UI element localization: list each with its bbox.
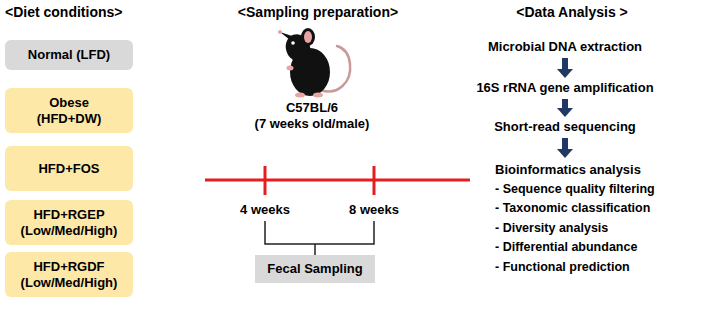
list-item: - Taxonomic classification — [495, 199, 655, 219]
arrow-part — [557, 149, 573, 158]
diet-box: Obese (HFD+DW) — [5, 88, 133, 133]
flow-arrow — [557, 58, 573, 78]
step-text: 16S rRNA gene amplification — [476, 80, 653, 96]
arrow-part — [557, 69, 573, 78]
diet-box: HFD+FOS — [5, 146, 133, 191]
arrow-part — [562, 58, 568, 69]
diet-box: HFD+RGDF (Low/Med/High) — [5, 252, 133, 297]
diet-box: Normal (LFD) — [5, 40, 133, 70]
diet-box: HFD+RGEP (Low/Med/High) — [5, 200, 133, 245]
timeline — [205, 166, 470, 195]
step-text: Microbial DNA extraction — [488, 39, 642, 55]
node-text: HFD+RGEP (Low/Med/High) — [11, 207, 127, 238]
arrow-part — [562, 138, 568, 149]
strain-label: C57BL/6 — [286, 100, 338, 116]
arrow-part — [557, 108, 573, 117]
arrow-part — [562, 99, 568, 108]
node-text: HFD+FOS — [38, 161, 99, 177]
section-header: <Sampling preparation> — [238, 4, 398, 21]
list-item: - Sequence quality filtering — [495, 180, 655, 200]
list-item: - Differential abundance — [495, 238, 655, 258]
mouse-illustration — [278, 28, 350, 98]
node-text: Obese (HFD+DW) — [28, 95, 110, 126]
node-text: Normal (LFD) — [28, 47, 110, 63]
node-text: Microbial DNA extraction — [488, 39, 642, 55]
node-text: 16S rRNA gene amplification — [476, 80, 653, 96]
list-heading: Bioinformatics analysis — [495, 160, 655, 180]
sample-box: Fecal Sampling — [255, 255, 375, 283]
step-list: Bioinformatics analysis- Sequence qualit… — [495, 160, 655, 277]
list-item: - Diversity analysis — [495, 219, 655, 239]
time-label: 4 weeks — [240, 202, 290, 218]
node-text: Fecal Sampling — [267, 261, 362, 277]
list-item: - Functional prediction — [495, 258, 655, 278]
flow-arrow — [557, 138, 573, 158]
flow-arrow — [557, 99, 573, 117]
node-text: Short-read sequencing — [494, 119, 636, 135]
time-label: 8 weeks — [349, 202, 399, 218]
section-header: <Data Analysis > — [516, 4, 628, 21]
strain-label: (7 weeks old/male) — [255, 116, 370, 132]
node-text: HFD+RGDF (Low/Med/High) — [11, 259, 127, 290]
sampling-bracket — [265, 221, 374, 255]
section-header: <Diet conditions> — [5, 4, 122, 21]
step-text: Short-read sequencing — [494, 119, 636, 135]
